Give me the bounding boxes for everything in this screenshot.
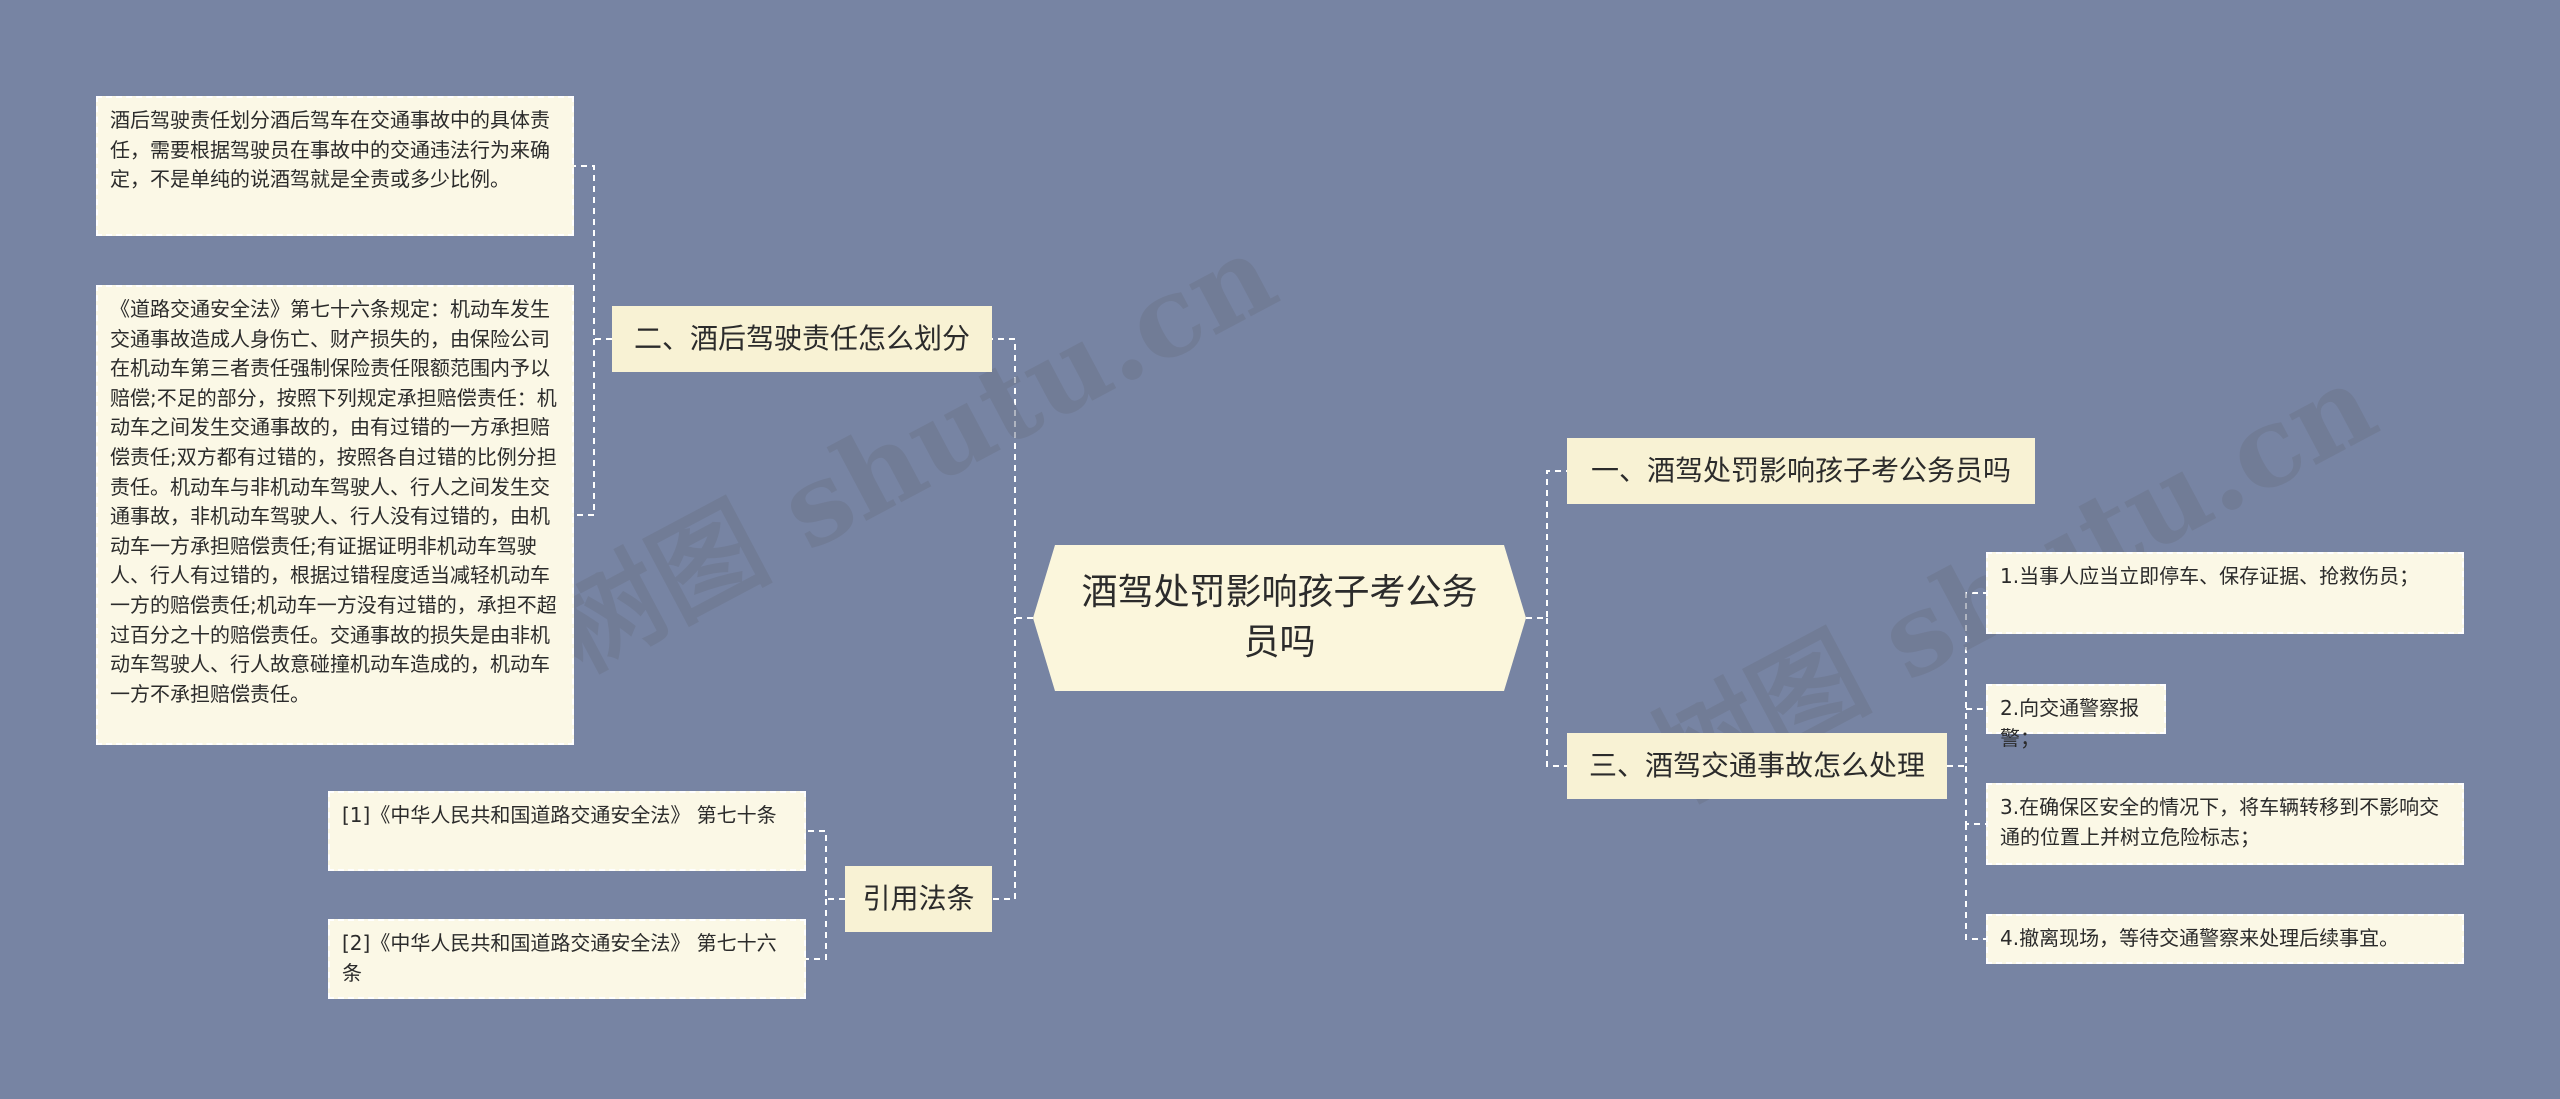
link-handling-to-step1 (1947, 592, 1986, 767)
leaf-law-ref-2[interactable]: [2]《中华人民共和国道路交通安全法》 第七十六条 (328, 919, 806, 999)
link-liability-to-summary (574, 165, 612, 340)
branch-drunk-driving-liability[interactable]: 二、酒后驾驶责任怎么划分 (612, 306, 992, 372)
leaf-step-2[interactable]: 2.向交通警察报警； (1986, 684, 2166, 750)
branch-cited-laws[interactable]: 引用法条 (845, 866, 992, 932)
link-laws-to-ref1 (806, 830, 845, 900)
leaf-step-4[interactable]: 4.撤离现场，等待交通警察来处理后续事宜。 (1986, 914, 2464, 964)
branch-accident-handling[interactable]: 三、酒驾交通事故怎么处理 (1567, 733, 1947, 799)
leaf-step-3[interactable]: 3.在确保区安全的情况下，将车辆转移到不影响交通的位置上并树立危险标志； (1986, 783, 2464, 865)
branch-label: 一、酒驾处罚影响孩子考公务员吗 (1590, 454, 2011, 487)
link-handling-to-step3 (1965, 766, 1986, 825)
link-liability-to-article (574, 339, 595, 516)
leaf-article-76[interactable]: 《道路交通安全法》第七十六条规定：机动车发生交通事故造成人身伤亡、财产损失的，由… (96, 285, 574, 745)
leaf-step-1[interactable]: 1.当事人应当立即停车、保存证据、抢救伤员； (1986, 552, 2464, 634)
branch-label: 引用法条 (862, 882, 975, 915)
link-handling-to-step4 (1965, 824, 1986, 940)
leaf-liability-summary[interactable]: 酒后驾驶责任划分酒后驾车在交通事故中的具体责任，需要根据驾驶员在事故中的交通违法… (96, 96, 574, 236)
branch-label: 三、酒驾交通事故怎么处理 (1588, 749, 1925, 782)
branch-label: 二、酒后驾驶责任怎么划分 (633, 322, 970, 355)
link-root-to-accident-handling (1546, 618, 1567, 767)
link-laws-to-ref2 (806, 899, 827, 960)
link-root-to-cited-laws (992, 618, 1016, 900)
leaf-law-ref-1[interactable]: [1]《中华人民共和国道路交通安全法》 第七十条 (328, 791, 806, 871)
root-topic-label: 酒驾处罚影响孩子考公务员吗 (1081, 572, 1478, 663)
link-root-to-liability (992, 338, 1033, 619)
link-root-to-civil-service (1526, 470, 1567, 619)
root-topic[interactable]: 酒驾处罚影响孩子考公务员吗 (1033, 545, 1526, 691)
branch-civil-service-impact[interactable]: 一、酒驾处罚影响孩子考公务员吗 (1567, 438, 2035, 504)
